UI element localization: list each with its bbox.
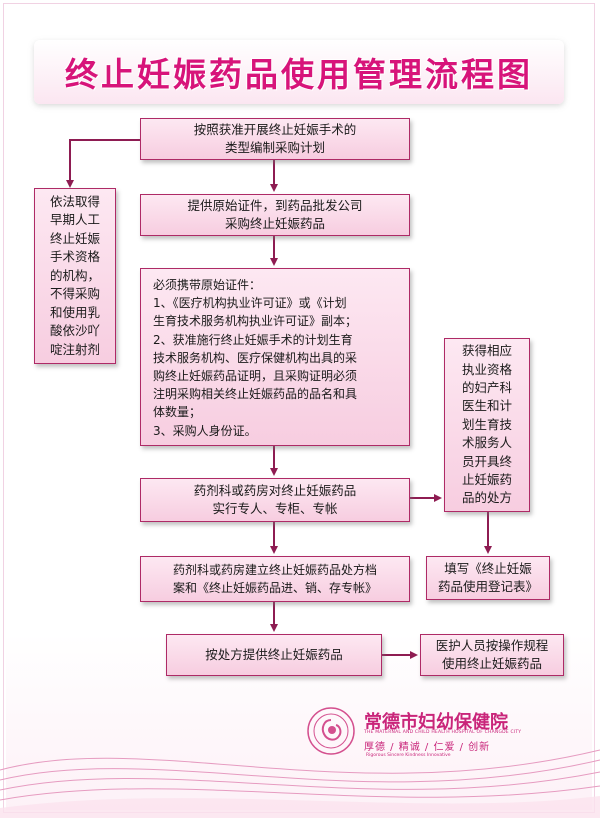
node-purchase: 提供原始证件，到药品批发公司 采购终止妊娠药品 — [140, 194, 410, 236]
prescriber-line-7: 员开具终 — [461, 453, 512, 469]
arrow-plan-to-left-note — [66, 139, 140, 188]
node-register-line-2: 药品使用登记表》 — [437, 579, 538, 594]
prescriber-line-8: 止妊娠药 — [461, 472, 512, 488]
hospital-values-en: Rigorous Sincere Kindness Innovative — [366, 753, 451, 758]
node-documents: 必须携带原始证件： 1、《医疗机构执业许可证》或《计划 生育技术服务机构执业许可… — [140, 268, 410, 446]
prescriber-line-4: 医生和计 — [461, 398, 512, 414]
page-title: 终止妊娠药品使用管理流程图 — [65, 55, 533, 94]
prescriber-line-5: 划生育技 — [461, 416, 512, 432]
node-use-line-2: 使用终止妊娠药品 — [441, 656, 542, 671]
documents-line-5: 技术服务机构、医疗保健机构出具的采 — [153, 350, 358, 365]
node-purchase-line-2: 采购终止妊娠药品 — [224, 216, 325, 231]
left-note-line-6: 不得采购 — [49, 286, 100, 302]
node-purchase-line-1: 提供原始证件，到药品批发公司 — [187, 198, 363, 213]
prescriber-line-1: 获得相应 — [461, 343, 512, 359]
node-register: 填写《终止妊娠 药品使用登记表》 — [426, 556, 550, 600]
documents-line-8: 体数量； — [153, 405, 202, 420]
left-note-line-1: 依法取得 — [49, 193, 100, 209]
documents-line-2: 1、《医疗机构执业许可证》或《计划 — [153, 296, 347, 311]
node-pharmacy-line-2: 实行专人、专柜、专帐 — [212, 501, 338, 516]
node-use: 医护人员按操作规程 使用终止妊娠药品 — [420, 634, 564, 676]
title-banner: 终止妊娠药品使用管理流程图 — [34, 40, 564, 104]
documents-line-7: 注明采购相关终止妊娠药品的品名和具 — [153, 387, 358, 402]
documents-line-4: 2、获准施行终止妊娠手术的计划生育 — [153, 332, 353, 347]
node-plan: 按照获准开展终止妊娠手术的 类型编制采购计划 — [140, 118, 410, 160]
documents-line-6: 购终止妊娠药品证明，且采购证明必须 — [153, 369, 358, 384]
prescriber-line-6: 术服务人 — [461, 435, 512, 451]
hospital-values: 厚德 / 精诚 / 仁爱 / 创新 — [364, 742, 491, 753]
node-prescriber: 获得相应 执业资格 的妇产科 医生和计 划生育技 术服务人 员开具终 止妊娠药 … — [444, 338, 530, 512]
left-note-line-5: 的机构， — [49, 267, 100, 283]
hospital-name: 常德市妇幼保健院 — [364, 712, 508, 733]
documents-line-1: 必须携带原始证件： — [153, 278, 262, 292]
hospital-name-en: THE MATERNAL AND CHILD HEALTH HOSPITAL O… — [364, 730, 522, 735]
node-archive-line-2: 案和《终止妊娠药品进、销、存专帐》 — [172, 581, 377, 595]
left-note-line-9: 啶注射剂 — [49, 341, 100, 357]
node-plan-line-1: 按照获准开展终止妊娠手术的 — [193, 122, 357, 137]
node-archive-line-1: 药剂科或药房建立终止妊娠药品处方档 — [172, 563, 377, 577]
hospital-logo: 常德市妇幼保健院 THE MATERNAL AND CHILD HEALTH H… — [306, 706, 546, 766]
documents-line-3: 生育技术服务机构执业许可证》副本； — [153, 314, 358, 329]
prescriber-line-3: 的妇产科 — [461, 379, 512, 395]
left-note-line-8: 酸依沙吖 — [49, 323, 100, 339]
prescriber-line-2: 执业资格 — [461, 361, 512, 377]
left-note-line-7: 和使用乳 — [49, 304, 100, 320]
node-pharmacy: 药剂科或药房对终止妊娠药品 实行专人、专柜、专帐 — [140, 478, 410, 522]
prescriber-line-9: 品的处方 — [461, 490, 512, 506]
left-note-line-4: 手术资格 — [49, 249, 100, 265]
node-dispense-line-1: 按处方提供终止妊娠药品 — [205, 647, 343, 662]
node-register-line-1: 填写《终止妊娠 — [444, 561, 532, 576]
node-use-line-1: 医护人员按操作规程 — [435, 638, 549, 653]
hospital-emblem-icon — [307, 707, 355, 755]
node-left-note: 依法取得 早期人工 终止妊娠 手术资格 的机构， 不得采购 和使用乳 酸依沙吖 … — [34, 188, 116, 364]
node-plan-line-2: 类型编制采购计划 — [224, 140, 325, 155]
node-archive: 药剂科或药房建立终止妊娠药品处方档 案和《终止妊娠药品进、销、存专帐》 — [140, 556, 410, 602]
left-note-line-3: 终止妊娠 — [49, 230, 100, 246]
node-dispense: 按处方提供终止妊娠药品 — [166, 634, 382, 676]
node-pharmacy-line-1: 药剂科或药房对终止妊娠药品 — [193, 483, 357, 498]
decorative-waves — [0, 749, 600, 818]
documents-line-9: 3、采购人身份证。 — [153, 423, 257, 438]
left-note-line-2: 早期人工 — [49, 212, 100, 228]
